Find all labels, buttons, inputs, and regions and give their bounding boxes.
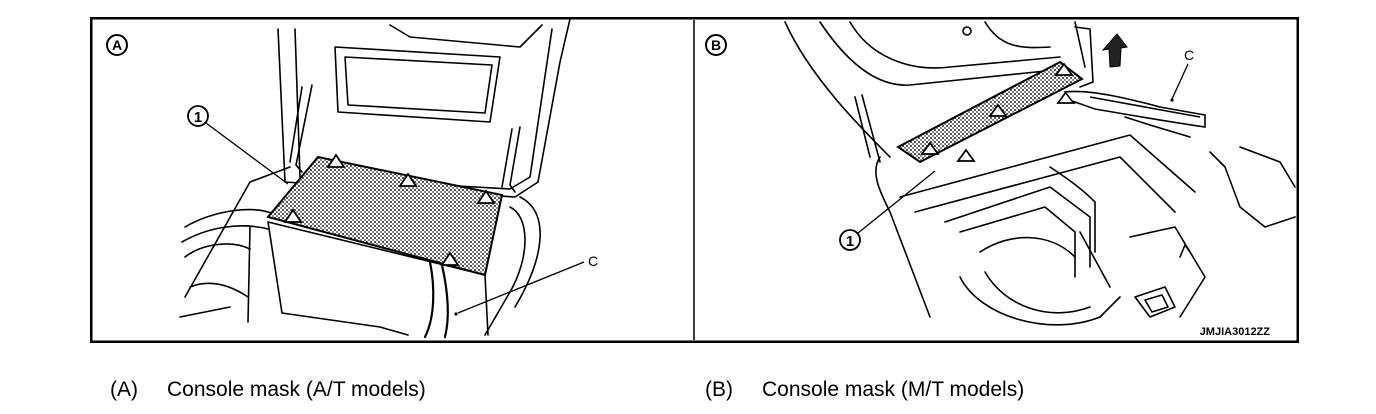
clip-marker bbox=[988, 103, 1008, 117]
clip-marker bbox=[920, 141, 940, 155]
panel-b-callout-1: 1 bbox=[839, 170, 936, 251]
clip-marker bbox=[440, 251, 460, 266]
panel-b-callout-c-label: C bbox=[1184, 47, 1194, 63]
caption-a-text: Console mask (A/T models) bbox=[167, 378, 426, 401]
panel-a-callout-c-label: C bbox=[588, 253, 598, 269]
console-mask-b bbox=[896, 60, 1084, 164]
up-arrow-icon bbox=[1101, 33, 1128, 68]
caption-a: (A) Console mask (A/T models) bbox=[110, 378, 426, 402]
clip-markers-a bbox=[283, 153, 496, 266]
clip-marker bbox=[1054, 62, 1074, 76]
clip-marker bbox=[326, 153, 346, 168]
illustration-figure: A 1 C bbox=[90, 17, 1299, 343]
caption-b-text: Console mask (M/T models) bbox=[762, 378, 1025, 401]
clip-marker bbox=[476, 189, 496, 204]
panel-b-callout-1-label: 1 bbox=[846, 233, 854, 250]
clip-marker bbox=[398, 172, 418, 187]
panel-b-callout-c: C bbox=[1170, 47, 1194, 102]
panel-a-callout-c: C bbox=[454, 253, 598, 316]
trim-tool bbox=[1063, 90, 1206, 128]
clip-marker bbox=[956, 148, 976, 162]
caption-a-letter: (A) bbox=[110, 378, 138, 401]
console-mask-a bbox=[266, 155, 504, 277]
panel-a-callout-1-label: 1 bbox=[194, 109, 202, 126]
image-code: JMJIA3012ZZ bbox=[1200, 326, 1271, 338]
panel-a-badge: A bbox=[106, 34, 128, 56]
clip-marker bbox=[283, 208, 303, 223]
caption-b: (B) Console mask (M/T models) bbox=[705, 378, 1024, 402]
panel-b-badge: B bbox=[705, 34, 727, 56]
panel-a-badge-label: A bbox=[112, 37, 122, 53]
caption-b-letter: (B) bbox=[705, 378, 733, 401]
panel-b-badge-label: B bbox=[711, 37, 721, 53]
panel-b bbox=[784, 21, 1296, 326]
panel-a bbox=[179, 18, 571, 339]
panel-a-callout-1: 1 bbox=[187, 105, 289, 185]
